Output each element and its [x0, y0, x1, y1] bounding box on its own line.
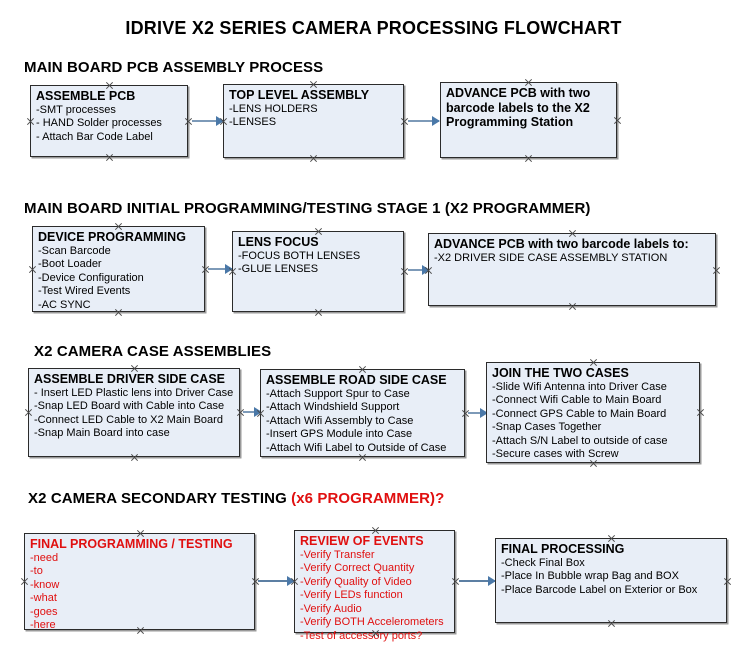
connector-arrow [408, 116, 440, 126]
node-title: ASSEMBLE ROAD SIDE CASE [266, 373, 447, 387]
node-title: FINAL PROCESSING [501, 542, 625, 556]
section-heading-2: MAIN BOARD INITIAL PROGRAMMING/TESTING S… [24, 200, 591, 217]
node-line: -Check Final Box [501, 556, 585, 569]
node-line-overflow: -Test of accessory ports? [300, 629, 423, 642]
node-line: -X2 DRIVER SIDE CASE ASSEMBLY STATION [434, 251, 668, 264]
connector-arrow [258, 576, 295, 586]
connector-arrow [243, 407, 262, 417]
node-title: ADVANCE PCB with two barcode labels to t… [446, 86, 591, 129]
node-title: TOP LEVEL ASSEMBLY [229, 88, 370, 102]
connector-arrow [408, 265, 430, 275]
node-review-of-events[interactable]: REVIEW OF EVENTS -Verify Transfer -Verif… [294, 530, 455, 642]
node-assemble-pcb[interactable]: ASSEMBLE PCB -SMT processes - HAND Solde… [30, 85, 188, 157]
node-top-level-assembly[interactable]: TOP LEVEL ASSEMBLY -LENS HOLDERS -LENSES [223, 84, 404, 158]
page-title: IDRIVE X2 SERIES CAMERA PROCESSING FLOWC… [125, 18, 622, 38]
node-line: -Secure cases with Screw [492, 448, 619, 460]
node-line: -SMT processes [36, 103, 116, 116]
node-title: DEVICE PROGRAMMING [38, 230, 186, 244]
node-assemble-road-side-case[interactable]: ASSEMBLE ROAD SIDE CASE -Attach Support … [260, 369, 465, 457]
node-line: -Verify Correct Quantity [300, 562, 415, 574]
node-line: -Verify Transfer [300, 548, 375, 561]
node-line: -Verify LEDs function [300, 589, 403, 601]
node-line: -Connect GPS Cable to Main Board [492, 407, 667, 420]
node-line: -Snap Cases Together [492, 421, 602, 433]
connector-arrow [459, 576, 496, 586]
node-join-the-two-cases[interactable]: JOIN THE TWO CASES -Slide Wifi Antenna i… [486, 362, 700, 463]
node-line: -what [30, 592, 57, 604]
connector-arrow [208, 264, 233, 274]
node-line: -Place In Bubble wrap Bag and BOX [501, 570, 679, 582]
node-line: -GLUE LENSES [238, 263, 319, 275]
node-title: FINAL PROGRAMMING / TESTING [30, 537, 233, 551]
node-line: -Place Barcode Label on Exterior or Box [501, 583, 698, 596]
node-title: ASSEMBLE DRIVER SIDE CASE [34, 372, 226, 386]
node-line: -Attach Windshield Support [266, 401, 400, 413]
node-line: -Verify Audio [300, 602, 362, 615]
node-line: -Snap Main Board into case [34, 427, 170, 439]
node-lens-focus[interactable]: LENS FOCUS -FOCUS BOTH LENSES -GLUE LENS… [232, 231, 404, 312]
node-line: -LENS HOLDERS [229, 102, 318, 115]
node-line: - Attach Bar Code Label [36, 130, 153, 143]
connector-arrow [468, 408, 488, 418]
node-line: -Test Wired Events [38, 285, 131, 297]
node-line: -need [30, 551, 59, 564]
node-line: -Device Configuration [38, 271, 144, 284]
node-line: -Verify BOTH Accelerometers [300, 616, 444, 628]
node-line: -Verify Quality of Video [300, 575, 412, 588]
node-advance-pcb-2[interactable]: ADVANCE PCB with two barcode labels to: … [428, 233, 716, 306]
node-title: ADVANCE PCB with two barcode labels to: [434, 237, 689, 251]
section-heading-4-main: X2 CAMERA SECONDARY TESTING [28, 490, 292, 507]
node-title: REVIEW OF EVENTS [300, 534, 424, 548]
node-line: - Insert LED Plastic lens into Driver Ca… [34, 386, 234, 399]
section-heading-4-accent: (x6 PROGRAMMER)? [291, 490, 445, 507]
node-line: -here [30, 619, 56, 631]
node-line: -Attach S/N Label to outside of case [492, 434, 668, 447]
node-line: -Boot Loader [38, 258, 102, 270]
node-line: -Slide Wifi Antenna into Driver Case [492, 380, 667, 393]
node-line: -FOCUS BOTH LENSES [238, 249, 361, 262]
section-heading-1: MAIN BOARD PCB ASSEMBLY PROCESS [24, 59, 324, 76]
node-line: -to [30, 565, 43, 577]
node-line: -goes [30, 605, 58, 618]
node-line: - HAND Solder processes [36, 117, 162, 129]
node-line: -Attach Wifi Assembly to Case [266, 414, 414, 427]
node-advance-pcb-1[interactable]: ADVANCE PCB with two barcode labels to t… [440, 82, 617, 158]
node-final-programming-testing[interactable]: FINAL PROGRAMMING / TESTING -need -to -k… [24, 533, 255, 631]
node-line: -know [30, 578, 60, 591]
node-device-programming[interactable]: DEVICE PROGRAMMING -Scan Barcode -Boot L… [32, 226, 205, 312]
section-heading-3: X2 CAMERA CASE ASSEMBLIES [34, 343, 272, 360]
node-line: -AC SYNC [38, 298, 91, 311]
section-heading-4: X2 CAMERA SECONDARY TESTING (x6 PROGRAMM… [28, 490, 444, 507]
node-line: -Attach Support Spur to Case [266, 387, 410, 400]
node-line: -Attach Wifi Label to Outside of Case [266, 441, 447, 454]
node-final-processing[interactable]: FINAL PROCESSING -Check Final Box -Place… [495, 538, 727, 623]
connector-arrow [192, 116, 224, 126]
node-title: LENS FOCUS [238, 235, 319, 249]
node-line: -Snap LED Board with Cable into Case [34, 400, 225, 412]
node-line: -LENSES [229, 116, 277, 128]
node-title: ASSEMBLE PCB [36, 89, 136, 103]
node-line: -Connect LED Cable to X2 Main Board [34, 413, 223, 426]
node-assemble-driver-side-case[interactable]: ASSEMBLE DRIVER SIDE CASE - Insert LED P… [28, 368, 240, 457]
node-line: -Insert GPS Module into Case [266, 428, 413, 440]
node-line: -Connect Wifi Cable to Main Board [492, 394, 662, 406]
node-title: JOIN THE TWO CASES [492, 366, 629, 380]
node-line: -Scan Barcode [38, 244, 111, 257]
